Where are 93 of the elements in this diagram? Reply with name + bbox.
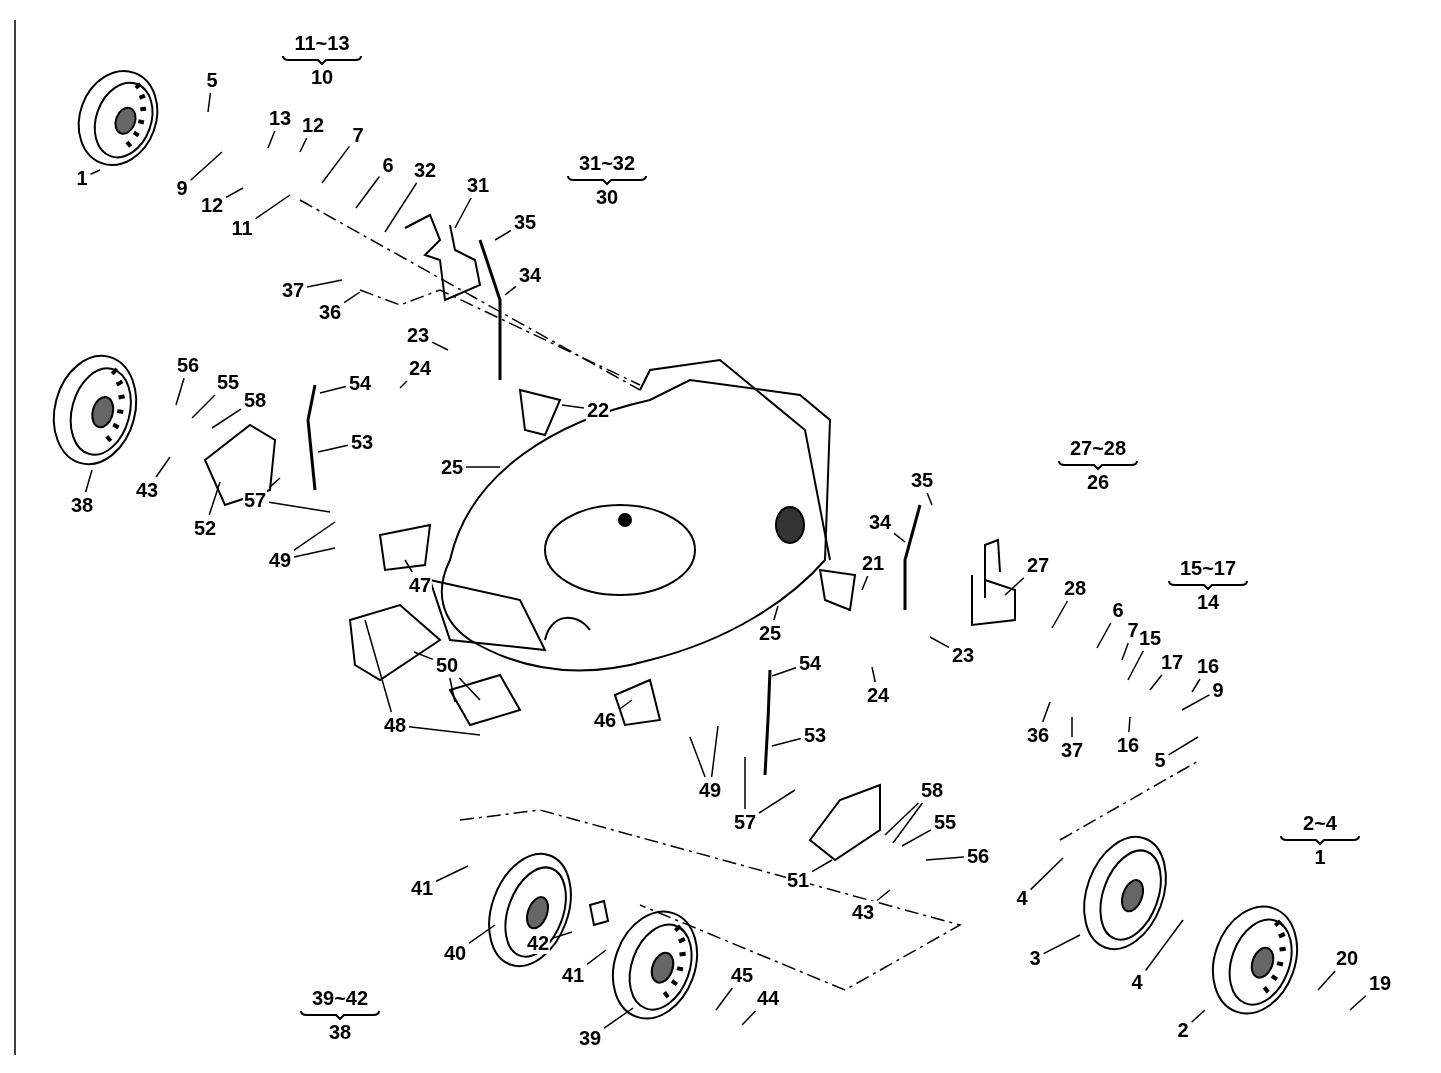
leader-line: [1191, 678, 1201, 693]
range-label: 39~42: [311, 987, 369, 1009]
assembly-number: 38: [328, 1021, 352, 1043]
leader-line: [293, 547, 336, 558]
leader-line: [355, 175, 381, 209]
leader-line: [551, 931, 573, 940]
leader-line: [1096, 622, 1112, 649]
assembly-number: 26: [1086, 471, 1110, 493]
leader-line: [494, 229, 512, 241]
assembly-number: 30: [595, 186, 619, 208]
leader-line: [306, 279, 343, 288]
leader-line: [458, 677, 481, 701]
leader-line: [449, 677, 456, 703]
leader-line: [189, 151, 223, 182]
leader-line: [299, 137, 308, 153]
leader-line: [504, 285, 517, 296]
range-label: 15~17: [1179, 557, 1237, 579]
leader-line: [84, 469, 93, 493]
leader-line: [191, 394, 216, 419]
leader-line: [1128, 716, 1131, 733]
leader-line: [929, 636, 950, 649]
leader-line: [321, 145, 351, 184]
leader-line: [404, 559, 413, 573]
leader-line: [618, 699, 633, 711]
leader-line: [926, 492, 933, 506]
leader-line: [1042, 934, 1081, 955]
range-label: 11~13: [294, 32, 350, 54]
leader-line: [155, 456, 171, 478]
leader-line: [413, 651, 434, 661]
leader-line: [1041, 701, 1051, 723]
leader-line: [1167, 736, 1199, 756]
leader-line: [208, 481, 221, 516]
leader-line: [689, 736, 706, 778]
range-label: 31~32: [578, 152, 636, 174]
leader-line: [1004, 577, 1025, 596]
leader-line: [317, 444, 349, 453]
leader-line: [435, 865, 469, 882]
leader-line: [1127, 650, 1144, 681]
leader-line: [715, 987, 734, 1011]
leader-line: [771, 737, 802, 747]
leader-line: [454, 197, 472, 229]
leader-line: [925, 856, 965, 861]
assembly-number: 10: [310, 66, 334, 88]
leader-line: [892, 802, 924, 844]
leader-line: [876, 889, 891, 902]
leader-line: [884, 802, 920, 836]
leader-line: [225, 187, 244, 199]
leader-line: [1071, 716, 1073, 738]
leader-line: [901, 829, 932, 847]
leader-line: [1121, 642, 1129, 661]
leader-line: [364, 619, 393, 713]
leader-line: [861, 575, 869, 591]
leader-line: [1349, 994, 1367, 1011]
leader-line: [343, 291, 361, 304]
leader-line: [267, 130, 276, 149]
leader-line: [384, 182, 418, 233]
range-label: 27~28: [1069, 437, 1127, 459]
leader-line: [744, 756, 746, 810]
leader-line: [811, 859, 833, 873]
leader-line: [758, 789, 796, 814]
leader-line: [1051, 600, 1069, 629]
leader-line: [1144, 919, 1184, 972]
assembly-number: 14: [1196, 591, 1220, 613]
leader-line: [207, 92, 212, 113]
leader-line: [603, 1007, 634, 1029]
leader-line: [254, 194, 291, 220]
leader-line: [293, 521, 336, 551]
leader-line: [1181, 694, 1211, 711]
leader-line: [465, 466, 501, 468]
leader-line: [431, 341, 449, 351]
leader-line: [175, 377, 185, 406]
leader-line: [268, 477, 281, 489]
leader-line: [268, 501, 331, 513]
leader-line: [1149, 674, 1163, 691]
leader-line: [773, 605, 779, 621]
assembly-number: 1: [1314, 846, 1326, 868]
leader-line: [1029, 857, 1064, 891]
leader-line: [211, 408, 242, 429]
leader-line: [771, 667, 797, 677]
leader-line: [741, 1010, 757, 1026]
leader-line: [561, 404, 585, 409]
leader-line: [1190, 1009, 1206, 1023]
leader-line: [399, 380, 408, 389]
leader-line: [893, 532, 906, 543]
leader-line: [871, 666, 876, 683]
leader-line: [89, 169, 101, 175]
leader-line: [710, 725, 719, 778]
leader-line: [319, 385, 347, 394]
range-label: 2~4: [1303, 812, 1337, 834]
leader-line: [1317, 970, 1336, 991]
leader-line: [586, 949, 607, 966]
leader-line: [468, 924, 496, 944]
leader-line: [408, 725, 481, 736]
